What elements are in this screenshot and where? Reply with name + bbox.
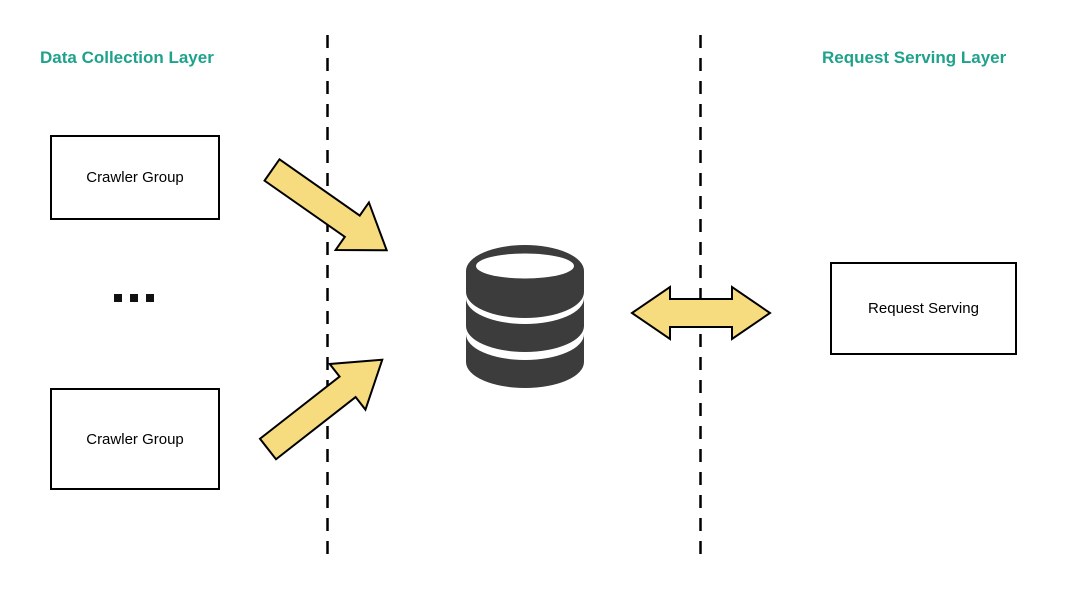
node-crawler-group-1: Crawler Group bbox=[50, 135, 220, 220]
database-icon bbox=[466, 245, 584, 388]
ellipsis-more-crawlers-icon bbox=[114, 294, 154, 302]
node-request-serving-label: Request Serving bbox=[868, 300, 979, 317]
arrow-crawler2-to-database-icon bbox=[258, 358, 384, 461]
layer-title-data-collection: Data Collection Layer bbox=[40, 48, 214, 67]
node-crawler-group-2: Crawler Group bbox=[50, 388, 220, 490]
ellipsis-dot bbox=[146, 294, 154, 302]
node-request-serving: Request Serving bbox=[830, 262, 1017, 355]
arrow-crawler1-to-database-icon bbox=[263, 157, 389, 252]
ellipsis-dot bbox=[114, 294, 122, 302]
double-arrow-database-serving-icon bbox=[630, 285, 772, 341]
node-crawler-group-2-label: Crawler Group bbox=[86, 430, 184, 448]
layer-title-request-serving: Request Serving Layer bbox=[822, 48, 1007, 67]
ellipsis-dot bbox=[130, 294, 138, 302]
node-crawler-group-1-label: Crawler Group bbox=[86, 169, 184, 186]
